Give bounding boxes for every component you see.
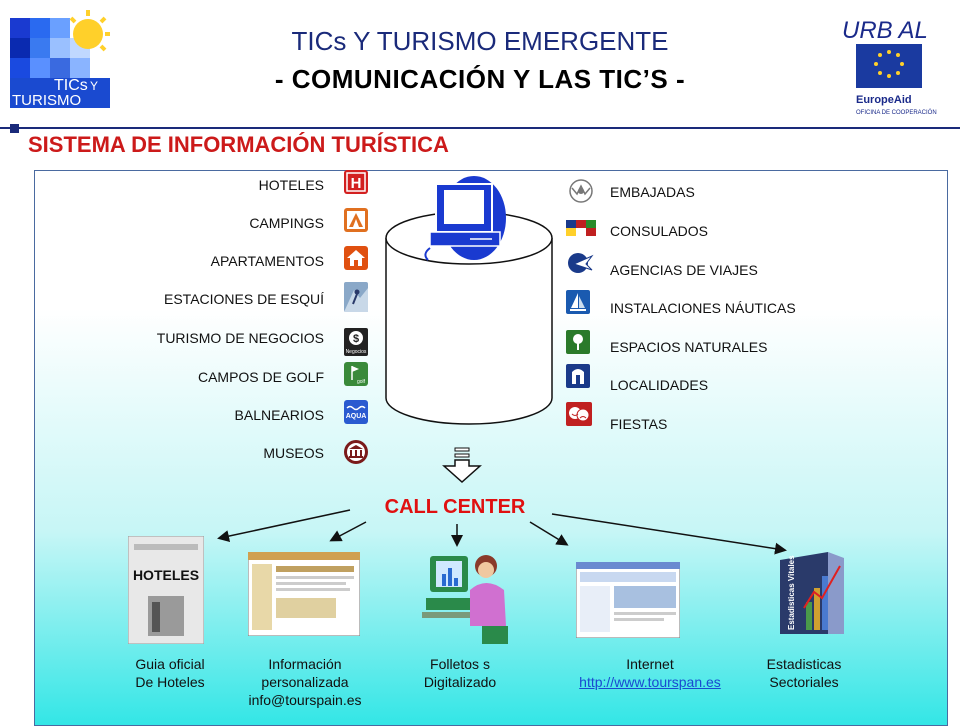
golf-icon-text: golf	[357, 379, 366, 385]
statistics-book-image: Estadisticas Vitales	[780, 552, 844, 634]
tourspan-link[interactable]: http://www.tourspan.es	[579, 674, 721, 690]
logo-text-turismo: TURISMO	[12, 92, 81, 108]
caption-internet: Internet http://www.tourspan.es	[560, 655, 740, 691]
travel-agency-icon	[568, 253, 594, 273]
logo-text-tics: TICs	[54, 77, 88, 94]
right-item-nauticas: INSTALACIONES NÁUTICAS	[610, 300, 796, 316]
caption-folletos: Folletos s Digitalizado	[400, 655, 520, 691]
distribution-arrows	[217, 509, 787, 555]
personalized-info-screenshot	[248, 552, 360, 636]
guide-cover-text: HOTELES	[133, 567, 199, 583]
apartment-icon	[344, 246, 368, 270]
caption-estadisticas: Estadisticas Sectoriales	[744, 655, 864, 691]
header-divider	[0, 127, 960, 129]
hotel-icon: H	[344, 170, 368, 194]
urbal-europeaid-logo: URB AL EuropeAid OFICINA DE COOPERACIÓN	[842, 17, 937, 116]
left-item-negocios: TURISMO DE NEGOCIOS	[156, 330, 324, 346]
nautical-icon	[566, 290, 590, 314]
woman-at-computer-image	[422, 555, 508, 644]
caption-info-email[interactable]: info@tourspain.es	[248, 692, 362, 708]
ski-icon	[344, 282, 368, 312]
caption-folletos-line2: Digitalizado	[423, 674, 497, 690]
golf-icon: golf	[344, 362, 368, 386]
caption-informacion: Información personalizada info@tourspain…	[230, 655, 380, 709]
festival-icon	[566, 402, 592, 426]
divider-bullet	[10, 124, 19, 133]
caption-folletos-line1: Folletos s	[430, 656, 490, 672]
left-item-hoteles: HOTELES	[258, 177, 324, 193]
svg-text:H: H	[351, 175, 362, 192]
camping-icon	[344, 208, 368, 232]
internet-site-screenshot	[576, 562, 680, 638]
left-item-museos: MUSEOS	[263, 445, 324, 461]
right-item-localidades: LOCALIDADES	[610, 377, 709, 393]
left-item-esqui: ESTACIONES DE ESQUÍ	[164, 291, 324, 307]
statistics-book-text: Estadisticas Vitales	[787, 555, 796, 630]
left-item-balnearios: BALNEARIOS	[234, 407, 324, 423]
caption-guia-line2: De Hoteles	[135, 674, 205, 690]
caption-info-line1: Información	[268, 656, 342, 672]
museum-icon	[344, 440, 368, 464]
caption-guia-line1: Guia oficial	[135, 656, 205, 672]
section-title: SISTEMA DE INFORMACIÓN TURÍSTICA	[28, 132, 449, 157]
tics-turismo-logo: TICs Y TURISMO	[10, 10, 110, 108]
right-item-embajadas: EMBAJADAS	[610, 184, 695, 200]
consulate-flags-icon	[566, 220, 596, 236]
down-arrow-icon	[442, 447, 482, 484]
business-icon-text: Negocios	[346, 349, 367, 355]
caption-guia-hoteles: Guia oficial De Hoteles	[110, 655, 230, 691]
left-item-apartamentos: APARTAMENTOS	[210, 253, 324, 269]
page-subtitle: - COMUNICACIÓN Y LAS TIC’S -	[274, 64, 686, 94]
right-item-agencias: AGENCIAS DE VIAJES	[610, 262, 758, 278]
caption-stats-line1: Estadisticas	[766, 656, 842, 672]
caption-internet-line1: Internet	[626, 656, 674, 672]
europeaid-text: EuropeAid	[856, 94, 912, 106]
left-item-golf: CAMPOS DE GOLF	[197, 369, 324, 385]
page-title: TICs Y TURISMO EMERGENTE	[291, 26, 669, 56]
embassy-icon	[569, 179, 593, 203]
right-item-fiestas: FIESTAS	[610, 416, 668, 432]
caption-stats-line2: Sectoriales	[769, 674, 839, 690]
urbal-text: URB AL	[842, 17, 928, 44]
caption-info-line2: personalizada	[261, 674, 349, 690]
spa-icon: AQUA	[344, 400, 368, 424]
logo-text-y: Y	[90, 79, 98, 93]
nature-icon	[566, 330, 590, 354]
call-center-label: CALL CENTER	[384, 496, 526, 518]
locality-icon	[566, 364, 590, 388]
right-item-naturales: ESPACIOS NATURALES	[610, 339, 768, 355]
left-item-campings: CAMPINGS	[249, 215, 324, 231]
svg-text:$: $	[353, 333, 359, 345]
computer-icon	[424, 176, 506, 261]
right-item-consulados: CONSULADOS	[610, 223, 709, 239]
europeaid-subtext: OFICINA DE COOPERACIÓN	[856, 109, 937, 116]
hotel-guide-cover-image: HOTELES	[128, 536, 204, 644]
database-cylinder-icon	[385, 176, 553, 425]
svg-text:AQUA: AQUA	[346, 413, 367, 420]
business-icon: $ Negocios	[344, 328, 368, 356]
